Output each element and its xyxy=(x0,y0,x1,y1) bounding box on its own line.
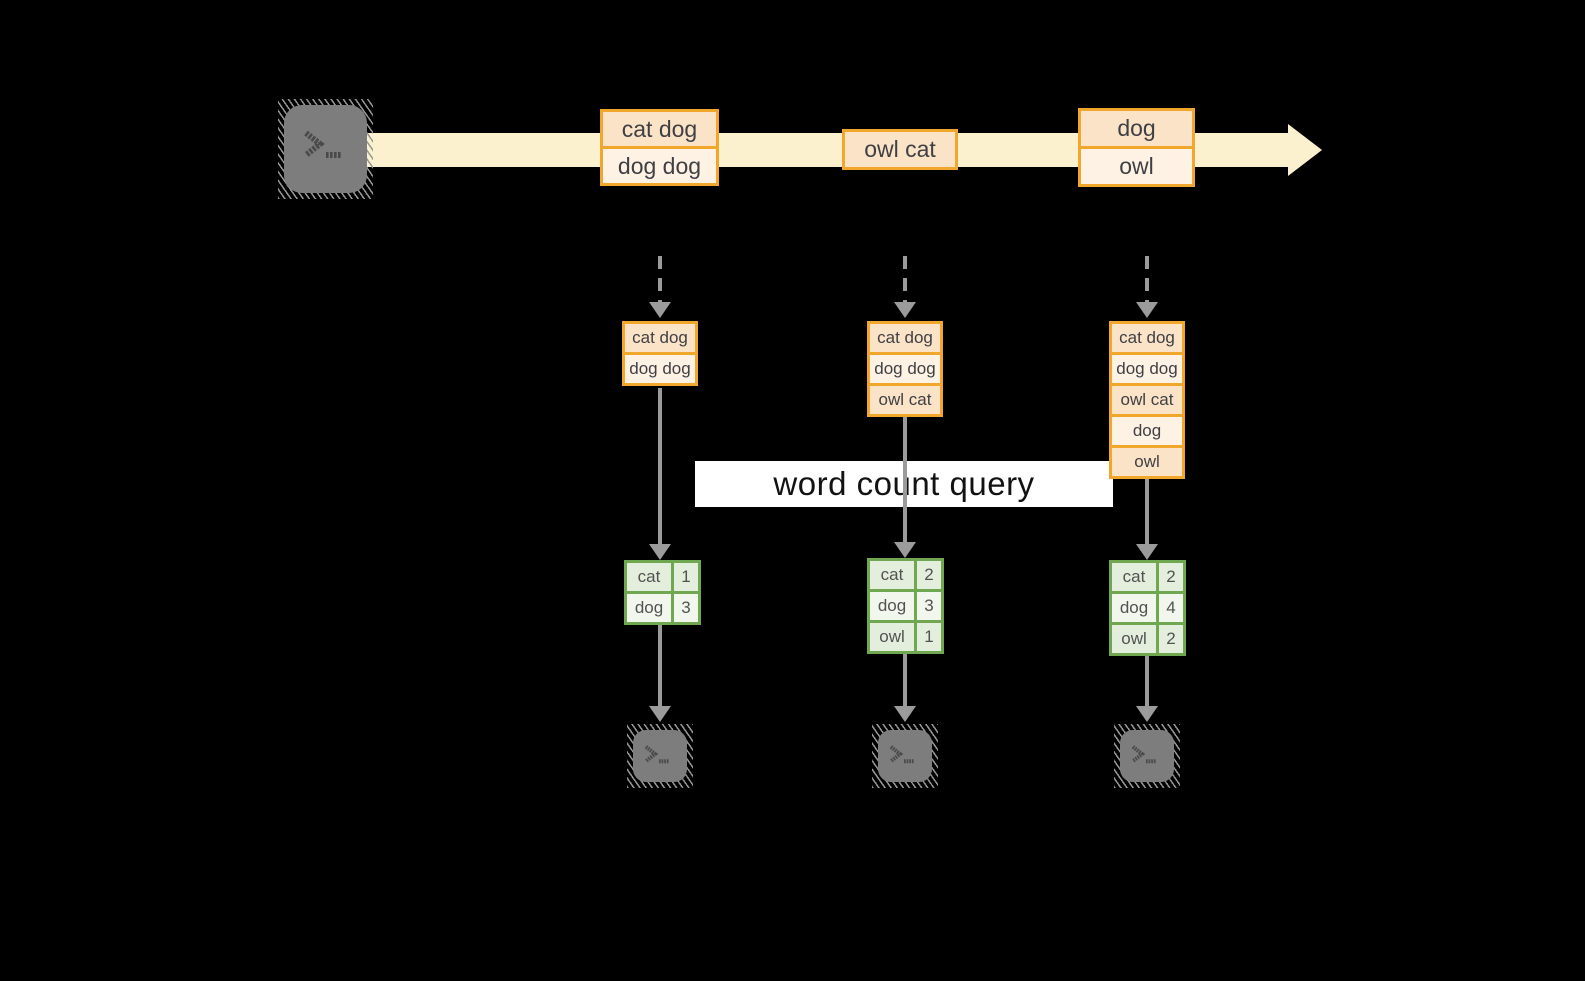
table-row: cat 2 xyxy=(870,561,941,589)
down-arrow-head-icon xyxy=(1136,544,1158,560)
record-line: owl xyxy=(1081,146,1192,184)
sink-terminal-icon xyxy=(1114,724,1180,788)
record-line: dog dog xyxy=(603,146,716,183)
down-arrow-head-icon xyxy=(894,542,916,558)
down-arrow-head-icon xyxy=(649,544,671,560)
down-arrow-head-icon xyxy=(894,706,916,722)
terminal-prompt-icon xyxy=(644,745,670,764)
terminal-icon-body xyxy=(284,105,367,193)
count-cell: 2 xyxy=(1159,563,1183,591)
table-row: dog 3 xyxy=(627,591,698,622)
record-line: owl cat xyxy=(845,132,955,167)
word-cell: dog xyxy=(627,594,674,622)
record-line: dog xyxy=(1081,111,1192,146)
stream-record-2: owl cat xyxy=(842,129,958,170)
sink-terminal-icon xyxy=(872,724,938,788)
count-table-3: cat 2 dog 4 owl 2 xyxy=(1109,560,1186,656)
down-arrow-head-icon xyxy=(649,302,671,318)
count-cell: 2 xyxy=(1159,625,1183,653)
buffer-line: dog dog xyxy=(625,352,695,383)
terminal-icon-body xyxy=(878,730,932,782)
sink-terminal-icon xyxy=(627,724,693,788)
down-arrow-shaft xyxy=(1145,479,1149,544)
buffer-line: owl xyxy=(1112,445,1182,476)
buffer-line: dog dog xyxy=(870,352,940,383)
terminal-prompt-icon xyxy=(1131,745,1157,764)
buffer-line: cat dog xyxy=(625,324,695,352)
down-arrow-head-icon xyxy=(1136,302,1158,318)
table-row: cat 1 xyxy=(627,563,698,591)
record-buffer-2: cat dog dog dog owl cat xyxy=(867,321,943,417)
stream-record-3: dog owl xyxy=(1078,108,1195,187)
down-arrow-head-icon xyxy=(894,302,916,318)
count-cell: 4 xyxy=(1159,594,1183,622)
word-cell: owl xyxy=(870,623,917,651)
terminal-prompt-icon xyxy=(304,130,342,158)
dashed-down-arrow-shaft xyxy=(658,256,662,302)
record-buffer-3: cat dog dog dog owl cat dog owl xyxy=(1109,321,1185,479)
dashed-down-arrow-shaft xyxy=(1145,256,1149,302)
buffer-line: dog xyxy=(1112,414,1182,445)
table-row: cat 2 xyxy=(1112,563,1183,591)
count-cell: 3 xyxy=(917,592,941,620)
record-line: cat dog xyxy=(603,112,716,146)
down-arrow-shaft xyxy=(1145,656,1149,706)
word-cell: cat xyxy=(627,563,674,591)
word-cell: owl xyxy=(1112,625,1159,653)
buffer-line: owl cat xyxy=(870,383,940,414)
count-table-1: cat 1 dog 3 xyxy=(624,560,701,625)
table-row: dog 3 xyxy=(870,589,941,620)
source-terminal-icon xyxy=(278,99,373,199)
down-arrow-head-icon xyxy=(649,706,671,722)
terminal-icon-body xyxy=(1120,730,1174,782)
table-row: owl 2 xyxy=(1112,622,1183,653)
stream-arrow-head-icon xyxy=(1288,124,1322,176)
count-cell: 1 xyxy=(917,623,941,651)
down-arrow-shaft xyxy=(658,388,662,544)
buffer-line: owl cat xyxy=(1112,383,1182,414)
dashed-down-arrow-shaft xyxy=(903,256,907,302)
table-row: owl 1 xyxy=(870,620,941,651)
stream-record-1: cat dog dog dog xyxy=(600,109,719,186)
down-arrow-shaft xyxy=(903,654,907,706)
count-cell: 3 xyxy=(674,594,698,622)
buffer-line: cat dog xyxy=(870,324,940,352)
table-row: dog 4 xyxy=(1112,591,1183,622)
count-cell: 2 xyxy=(917,561,941,589)
record-buffer-1: cat dog dog dog xyxy=(622,321,698,386)
word-cell: cat xyxy=(870,561,917,589)
buffer-line: cat dog xyxy=(1112,324,1182,352)
count-table-2: cat 2 dog 3 owl 1 xyxy=(867,558,944,654)
buffer-line: dog dog xyxy=(1112,352,1182,383)
terminal-icon-body xyxy=(633,730,687,782)
word-cell: dog xyxy=(1112,594,1159,622)
down-arrow-shaft xyxy=(658,625,662,706)
down-arrow-shaft xyxy=(903,417,907,542)
word-cell: cat xyxy=(1112,563,1159,591)
word-cell: dog xyxy=(870,592,917,620)
count-cell: 1 xyxy=(674,563,698,591)
down-arrow-head-icon xyxy=(1136,706,1158,722)
terminal-prompt-icon xyxy=(889,745,915,764)
